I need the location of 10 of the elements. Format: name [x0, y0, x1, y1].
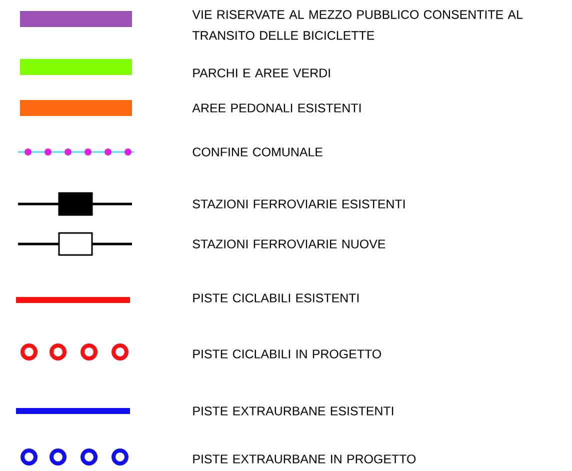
legend-label: AREE PEDONALI ESISTENTI [192, 104, 361, 112]
legend-label: PARCHI E AREE VERDI [193, 68, 330, 78]
legend-label: PISTE EXTRAURBANE IN PROGETTO [193, 454, 416, 464]
legend-label: STAZIONI FERROVIARIE NUOVE [192, 240, 386, 248]
legend-label: PISTE CICLABILI IN PROGETTO [193, 350, 381, 358]
legend-label: STAZIONI FERROVIARIE ESISTENTI [192, 200, 405, 208]
legend-label: PISTE EXTRAURBANE ESISTENTI [193, 406, 394, 416]
legend-label: CONFINE COMUNALE [192, 148, 322, 156]
legend-label: PISTE CICLABILI ESISTENTI [193, 294, 359, 302]
legend-label: VIE RISERVATE AL MEZZO PUBBLICO CONSENTITE AL TRANSITO DELLE BICICLETTE [192, 10, 523, 40]
